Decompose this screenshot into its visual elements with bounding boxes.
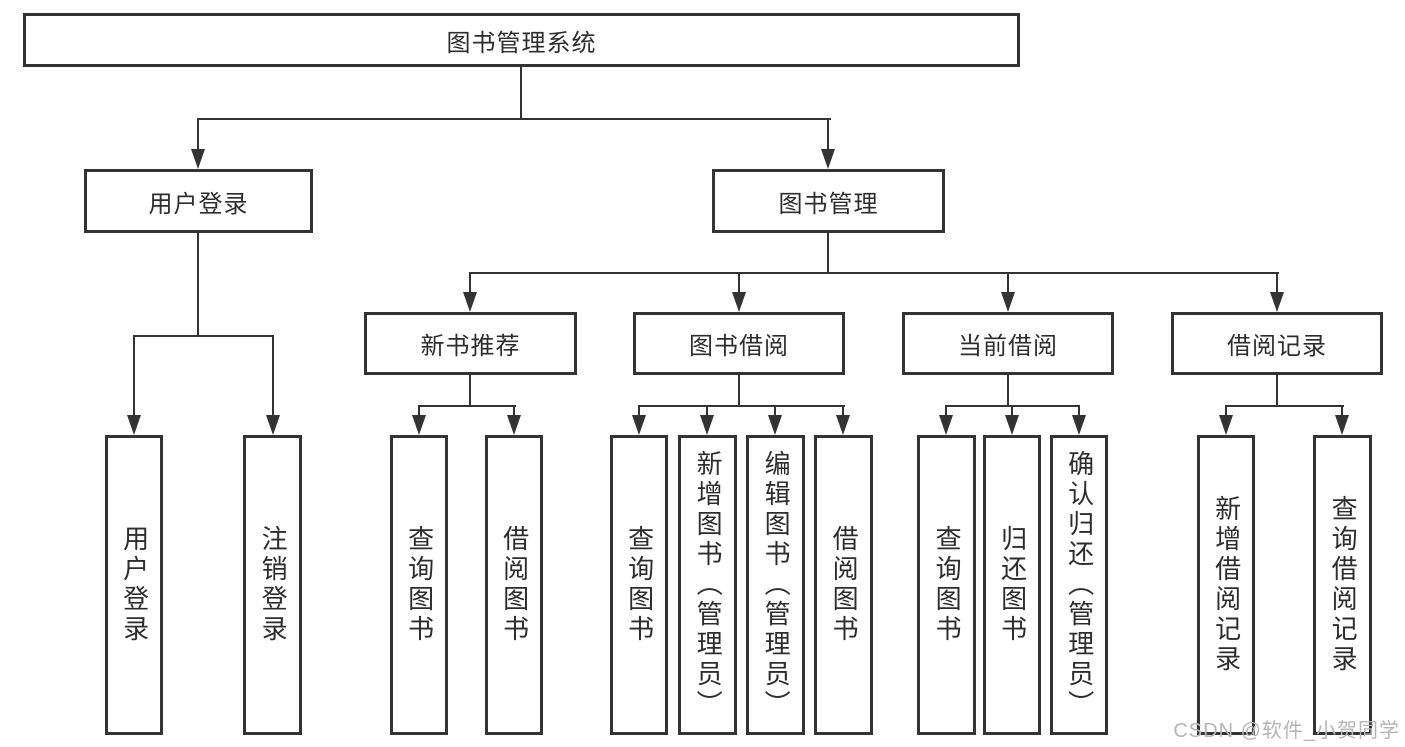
connector-line (827, 233, 829, 272)
arrow-down-icon (939, 415, 953, 435)
connector-line (133, 335, 135, 417)
connector-line (520, 67, 522, 118)
arrow-down-icon (1219, 415, 1233, 435)
arrow-down-icon (768, 415, 782, 435)
leaf-label: 查询借阅记录 (1328, 495, 1359, 675)
connector-line (706, 405, 708, 417)
node-borrow-records: 借阅记录 (1171, 312, 1383, 375)
leaf-label: 查询图书 (932, 525, 963, 645)
connector-line (738, 375, 740, 405)
connector-line (272, 335, 274, 417)
node-label: 图书借阅 (689, 333, 789, 360)
connector-line (1276, 375, 1278, 405)
connector-line (197, 233, 199, 335)
connector-line (1225, 405, 1227, 417)
node-root-system: 图书管理系统 (23, 13, 1020, 67)
leaf-label: 新增图书（管理员） (693, 450, 724, 720)
arrow-down-icon (266, 415, 280, 435)
arrow-down-icon (1005, 415, 1019, 435)
arrow-down-icon (507, 415, 521, 435)
leaf-label: 注销登录 (258, 525, 289, 645)
arrow-down-icon (836, 415, 850, 435)
leaf-query-books-borrow: 查询图书 (610, 435, 668, 735)
connector-line (197, 118, 831, 120)
node-user-login: 用户登录 (84, 169, 313, 233)
leaf-return-book: 归还图书 (983, 435, 1041, 735)
connector-line (469, 272, 1279, 274)
connector-line (738, 272, 740, 295)
connector-line (1007, 272, 1009, 295)
connector-line (827, 118, 829, 152)
arrow-down-icon (127, 415, 141, 435)
leaf-add-book-admin: 新增图书（管理员） (678, 435, 737, 735)
leaf-user-login: 用户登录 (105, 435, 163, 735)
connector-line (197, 118, 199, 152)
leaf-label: 借阅图书 (499, 525, 530, 645)
connector-line (1276, 272, 1278, 295)
connector-line (418, 405, 516, 407)
node-label: 借阅记录 (1227, 333, 1327, 360)
leaf-label: 归还图书 (997, 525, 1028, 645)
leaf-edit-book-admin: 编辑图书（管理员） (746, 435, 805, 735)
leaf-borrow-books-2: 借阅图书 (814, 435, 873, 735)
node-label: 新书推荐 (420, 333, 521, 360)
connector-line (1011, 405, 1013, 417)
arrow-down-icon (1001, 292, 1015, 312)
arrow-down-icon (821, 149, 835, 169)
leaf-label: 用户登录 (119, 525, 150, 645)
csdn-watermark: CSDN @软件_小贺同学 (1173, 720, 1400, 742)
node-label: 图书管理 (778, 190, 879, 218)
connector-line (1078, 405, 1080, 417)
leaf-query-borrow-record: 查询借阅记录 (1313, 435, 1372, 735)
leaf-query-books-recommend: 查询图书 (390, 435, 448, 735)
arrow-down-icon (632, 415, 646, 435)
arrow-down-icon (463, 292, 477, 312)
leaf-label: 借阅图书 (829, 525, 860, 645)
connector-line (469, 272, 471, 295)
leaf-logout: 注销登录 (243, 435, 302, 735)
leaf-label: 确认归还（管理员） (1064, 450, 1095, 720)
connector-line (638, 405, 640, 417)
connector-line (1341, 405, 1343, 417)
leaf-label: 新增借阅记录 (1211, 495, 1242, 675)
node-label: 当前借阅 (958, 333, 1058, 360)
node-current-borrow: 当前借阅 (902, 312, 1114, 375)
arrow-down-icon (1270, 292, 1284, 312)
arrow-down-icon (1335, 415, 1349, 435)
leaf-label: 查询图书 (624, 525, 655, 645)
leaf-borrow-books-recommend: 借阅图书 (485, 435, 543, 735)
node-book-management: 图书管理 (712, 169, 945, 233)
leaf-add-borrow-record: 新增借阅记录 (1197, 435, 1255, 735)
connector-line (513, 405, 515, 417)
node-label: 用户登录 (148, 190, 249, 218)
node-label: 图书管理系统 (446, 29, 597, 57)
leaf-confirm-return-admin: 确认归还（管理员） (1050, 435, 1108, 735)
arrow-down-icon (191, 149, 205, 169)
leaf-label: 编辑图书（管理员） (761, 450, 792, 720)
connector-line (418, 405, 420, 417)
leaf-label: 查询图书 (404, 525, 435, 645)
arrow-down-icon (412, 415, 426, 435)
connector-line (842, 405, 844, 417)
connector-line (638, 405, 845, 407)
connector-line (774, 405, 776, 417)
arrow-down-icon (700, 415, 714, 435)
node-book-borrow: 图书借阅 (633, 312, 845, 375)
arrow-down-icon (1072, 415, 1086, 435)
leaf-query-books-current: 查询图书 (917, 435, 976, 735)
connector-line (133, 335, 274, 337)
connector-line (1225, 405, 1344, 407)
connector-line (469, 375, 471, 405)
arrow-down-icon (732, 292, 746, 312)
node-new-book-recommend: 新书推荐 (364, 312, 577, 375)
connector-line (945, 405, 947, 417)
connector-line (1007, 375, 1009, 405)
